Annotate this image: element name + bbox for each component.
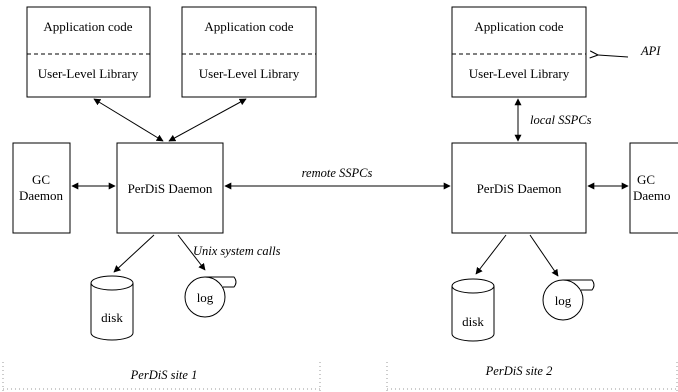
api-pointer — [598, 55, 629, 57]
site2-gc-label-line1: GC — [637, 172, 655, 187]
local-sspcs-label: local SSPCs — [530, 113, 592, 127]
site1-gc-daemon-box: GC Daemon — [12, 142, 71, 234]
site1-app-box-1: Application code User-Level Library — [26, 6, 151, 98]
site1-app1-library-label: User-Level Library — [38, 66, 139, 81]
site2-app-library-label: User-Level Library — [469, 66, 570, 81]
site2-log-label: log — [555, 293, 572, 308]
site1-daemon-log-arrow — [177, 234, 206, 271]
site2-daemon-log-arrow — [529, 234, 559, 277]
site2-gc-label-line2: Daemo — [633, 188, 671, 203]
site1-gc-label-line2: Daemon — [19, 188, 64, 203]
site1-disk-label: disk — [101, 310, 123, 325]
site1-log-label: log — [197, 290, 214, 305]
site2-disk-label: disk — [462, 314, 484, 329]
site2-caption: PerDiS site 2 — [485, 364, 553, 378]
site2-gc-daemon-box: GC Daemo — [629, 142, 678, 234]
site1-daemon-label: PerDiS Daemon — [128, 181, 213, 196]
site2-app-code-label: Application code — [474, 19, 563, 34]
site1-log-icon: log — [184, 276, 237, 318]
site1-app2-library-label: User-Level Library — [199, 66, 300, 81]
site1-app2-daemon-arrow — [168, 98, 247, 142]
site1-app1-code-label: Application code — [43, 19, 132, 34]
site1-perdis-daemon-box: PerDiS Daemon — [116, 142, 224, 234]
site1-gc-label-line1: GC — [32, 172, 50, 187]
remote-sspcs-label: remote SSPCs — [302, 166, 373, 180]
site1-daemon-disk-arrow — [113, 234, 155, 273]
site1-caption: PerDiS site 1 — [130, 368, 198, 382]
site2-perdis-daemon-box: PerDiS Daemon — [451, 142, 587, 234]
site2-daemon-disk-arrow — [475, 234, 507, 275]
site1-app1-daemon-arrow — [93, 98, 164, 142]
site2-app-box: Application code User-Level Library — [451, 6, 587, 98]
site2-daemon-label: PerDiS Daemon — [477, 181, 562, 196]
site2-disk-icon: disk — [451, 278, 495, 342]
site1-syscalls-label: Unix system calls — [193, 244, 281, 258]
site1-app-box-2: Application code User-Level Library — [181, 6, 317, 98]
site1-disk-icon: disk — [90, 275, 134, 341]
site1-app2-code-label: Application code — [204, 19, 293, 34]
site2-log-icon: log — [542, 279, 595, 321]
api-label: API — [640, 44, 661, 58]
